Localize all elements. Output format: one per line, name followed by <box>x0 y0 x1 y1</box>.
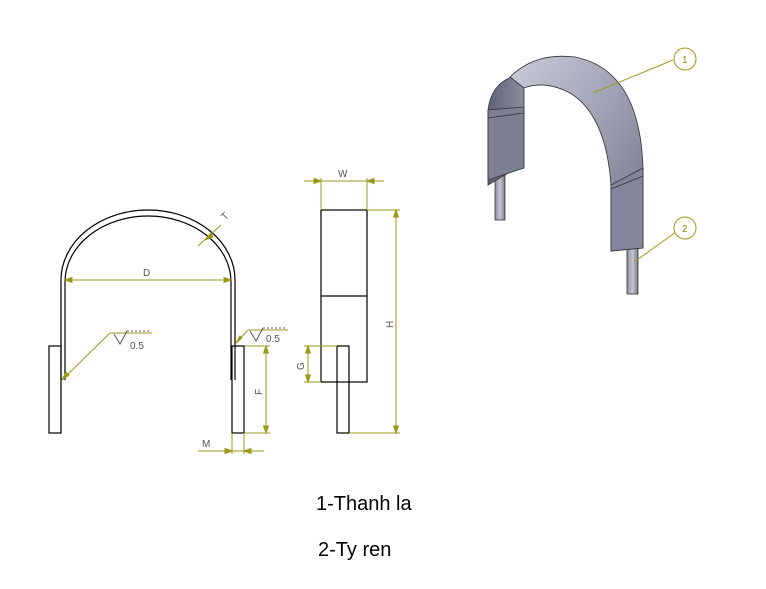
balloon-2 <box>673 216 697 240</box>
dim-m-label: M <box>202 439 210 450</box>
balloon-1 <box>673 47 697 71</box>
strap-inner-arch <box>64 215 232 296</box>
front-view <box>48 209 245 434</box>
balloon-1-leader <box>592 59 674 94</box>
dim-g-label: G <box>296 362 307 370</box>
iso-band-left-leg <box>487 106 525 181</box>
finish-symbol-left <box>113 330 128 346</box>
legend-item-1: 1-Thanh la <box>316 493 412 515</box>
balloon-2-number: 2 <box>682 224 688 235</box>
finish-right-value: 0.5 <box>266 334 280 345</box>
dim-f-label: F <box>254 389 265 395</box>
balloon-2-leader <box>633 231 677 263</box>
dim-t-label: T <box>219 211 231 223</box>
isometric-view <box>487 55 644 295</box>
side-dimensions <box>304 177 400 435</box>
right-rod <box>231 345 245 434</box>
finish-left-value: 0.5 <box>130 341 144 352</box>
finish-left-leader <box>61 332 111 381</box>
dim-w-label: W <box>338 169 348 180</box>
surface-finish-symbols <box>113 327 286 346</box>
front-dimensions <box>61 224 288 455</box>
callouts <box>592 47 697 263</box>
legend-item-2: 2-Ty ren <box>318 539 392 561</box>
balloon-1-number: 1 <box>682 55 688 66</box>
strap-outer-arch <box>60 209 236 296</box>
dim-d-label: D <box>143 268 150 279</box>
dim-h-label: H <box>385 321 396 328</box>
finish-symbol-right <box>249 327 264 343</box>
side-rod <box>336 345 350 434</box>
iso-rod-left <box>494 174 506 221</box>
side-view <box>320 209 368 434</box>
left-rod <box>48 345 62 434</box>
